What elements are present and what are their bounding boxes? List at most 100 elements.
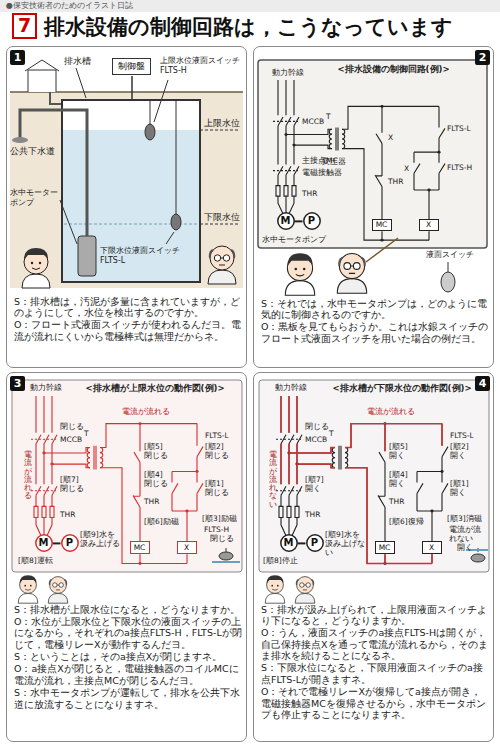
callout-label: MCCB	[302, 117, 324, 126]
panel1-drawing	[12, 137, 28, 143]
callout-label: 動力幹線	[272, 68, 304, 77]
panel1-drawing	[62, 100, 200, 282]
callout-label: FLTS-L	[450, 431, 474, 440]
panel1-drawing	[150, 100, 176, 214]
panel3-drawing	[12, 380, 242, 603]
panel1-drawing	[154, 80, 174, 244]
page-title: 排水設備の制御回路は，こうなっています	[44, 15, 453, 40]
circle-outline	[303, 213, 319, 229]
callout-label: 閉じる	[60, 422, 84, 431]
panel4-drawing	[276, 396, 448, 565]
callout-label: [順5]開く	[389, 442, 413, 460]
coil-box: MC	[130, 541, 150, 554]
control-panel-box: 制御盤	[112, 58, 151, 76]
dialogue-line: S：下限水位になると，下限用液面スイッチのa接点FLTS-Lが開きますネ。	[261, 662, 489, 685]
coil-box: MC	[372, 219, 392, 231]
dialogue: S：排水槽が上限水位になると，どうなりますか。O：水位が上限水位と下限水位の液面…	[14, 604, 242, 712]
node-label: MC	[134, 544, 146, 552]
panel-number: 4	[475, 376, 490, 391]
callout-label: THR	[389, 497, 404, 506]
header-band	[0, 0, 500, 12]
coil-box: X	[177, 541, 197, 554]
callout-label: MCCB	[305, 435, 327, 444]
callout-label: FLTS-L	[205, 431, 229, 440]
panel1-drawing	[10, 60, 243, 288]
node-label: M	[39, 537, 49, 549]
panel-heading: <排水槽が上限水位の動作図(例)>	[86, 383, 225, 393]
callout-label: [順8]運転	[18, 556, 53, 565]
panel1-drawing	[63, 130, 199, 281]
callout-label: [順3]消磁	[447, 514, 482, 523]
panel2-drawing	[337, 253, 366, 293]
callout-label: T	[84, 429, 89, 438]
motor-symbol: M	[277, 212, 295, 230]
shaft-coupling	[298, 542, 306, 544]
panel: 1S：排水槽は，汚泥が多量に含まれていますが，どのようにして，水位を検出するので…	[6, 46, 247, 368]
coil-box: X	[419, 219, 439, 231]
callout-label: 電磁接触器	[302, 168, 342, 177]
callout-label: [順8]停止	[263, 556, 298, 565]
panel-number: 1	[10, 50, 25, 65]
panel1-drawing	[145, 124, 155, 140]
panel2-drawing	[366, 238, 398, 262]
circle-outline	[306, 535, 322, 551]
callout-label: THR	[302, 189, 317, 198]
node-label: M	[284, 537, 294, 549]
callout-label: [順4]開く	[389, 470, 413, 488]
dialogue-line: O：それで電極リレーXが復帰してa接点が開き，電磁接触器MCを復帰させるから，水…	[261, 686, 489, 720]
dialogue-line: O：フロート式液面スイッチが使われるんだヨ。電流が流れにくいから電極棒式は無理だ…	[14, 319, 242, 342]
callout-label: [順6]励磁	[144, 517, 179, 526]
callout-label: ●保安技術者のためのイラスト日誌	[6, 1, 133, 11]
panel1-drawing	[131, 76, 133, 100]
node-label: 制御盤	[118, 61, 145, 72]
panel4-drawing	[295, 577, 315, 604]
panel1-drawing	[76, 68, 86, 98]
motor-symbol: M	[280, 534, 298, 552]
panel2-drawing	[273, 80, 445, 242]
coil-box: MC	[375, 541, 395, 554]
dialogue-line: O：黒板を見てもらおうか。これは水銀スイッチのフロート式液面スイッチを用いた場合…	[261, 321, 489, 344]
panel3-drawing	[212, 561, 240, 563]
panel1-drawing	[60, 200, 77, 244]
callout-label: [順2]開く	[450, 442, 474, 460]
panel1-drawing	[50, 92, 62, 104]
callout-label: FLTS-H	[447, 163, 472, 172]
callout-label: 上限水位液面スイッチ FLTS-H	[160, 56, 242, 75]
node-label: P	[308, 215, 315, 227]
panel2-drawing	[258, 60, 487, 295]
node-label: MC	[376, 221, 388, 229]
panel4-drawing	[259, 380, 489, 572]
callout-label: 電流が流れない	[269, 451, 277, 509]
callout-label: 閉じる	[305, 422, 329, 431]
panel1-drawing	[78, 236, 96, 276]
dialogue-line: S：水中モータポンプが運転して，排水を公共下水道に放流することになりますネ。	[14, 687, 242, 710]
pump-symbol: P	[306, 534, 324, 552]
node-label: MC	[379, 544, 391, 552]
panel2-drawing	[441, 272, 455, 292]
panel1-drawing	[20, 110, 87, 236]
callout-label: 水中モータポンプ	[262, 235, 326, 244]
callout-label: 変圧器	[322, 157, 346, 166]
dialogue-line: S：ということは，そのa接点Xが閉じますネ。	[14, 651, 242, 662]
node-label: P	[311, 537, 318, 549]
panel3-drawing	[31, 396, 203, 565]
callout-label: 電流が流れない	[449, 525, 483, 543]
panel-heading: <排水設備の制御回路(例)>	[338, 64, 450, 74]
pump-symbol: P	[303, 212, 321, 230]
callout-label: 電流が流れる	[24, 451, 32, 501]
circle-outline	[280, 535, 296, 551]
panel: 2<排水設備の制御回路(例)>S：それでは，水中モータポンプは，どのように電気的…	[253, 46, 494, 368]
shaft-coupling	[295, 220, 303, 222]
shaft-coupling	[53, 542, 61, 544]
callout-label: FLTS-H	[204, 525, 229, 534]
callout-label: FLTS-L	[447, 124, 471, 133]
node-label: X	[426, 221, 431, 229]
callout-label: 電流が流れる	[122, 407, 170, 416]
node-label: X	[429, 544, 434, 552]
panel-number: 3	[10, 376, 25, 391]
node-label: M	[281, 215, 291, 227]
callout-label: MCCB	[60, 435, 82, 444]
dialogue-line: S：排水槽は，汚泥が多量に含まれていますが，どのようにして，水位を検出するのです…	[14, 296, 242, 319]
callout-label: [順3]励磁	[202, 514, 237, 523]
callout-label: [順1]開く	[450, 479, 474, 497]
